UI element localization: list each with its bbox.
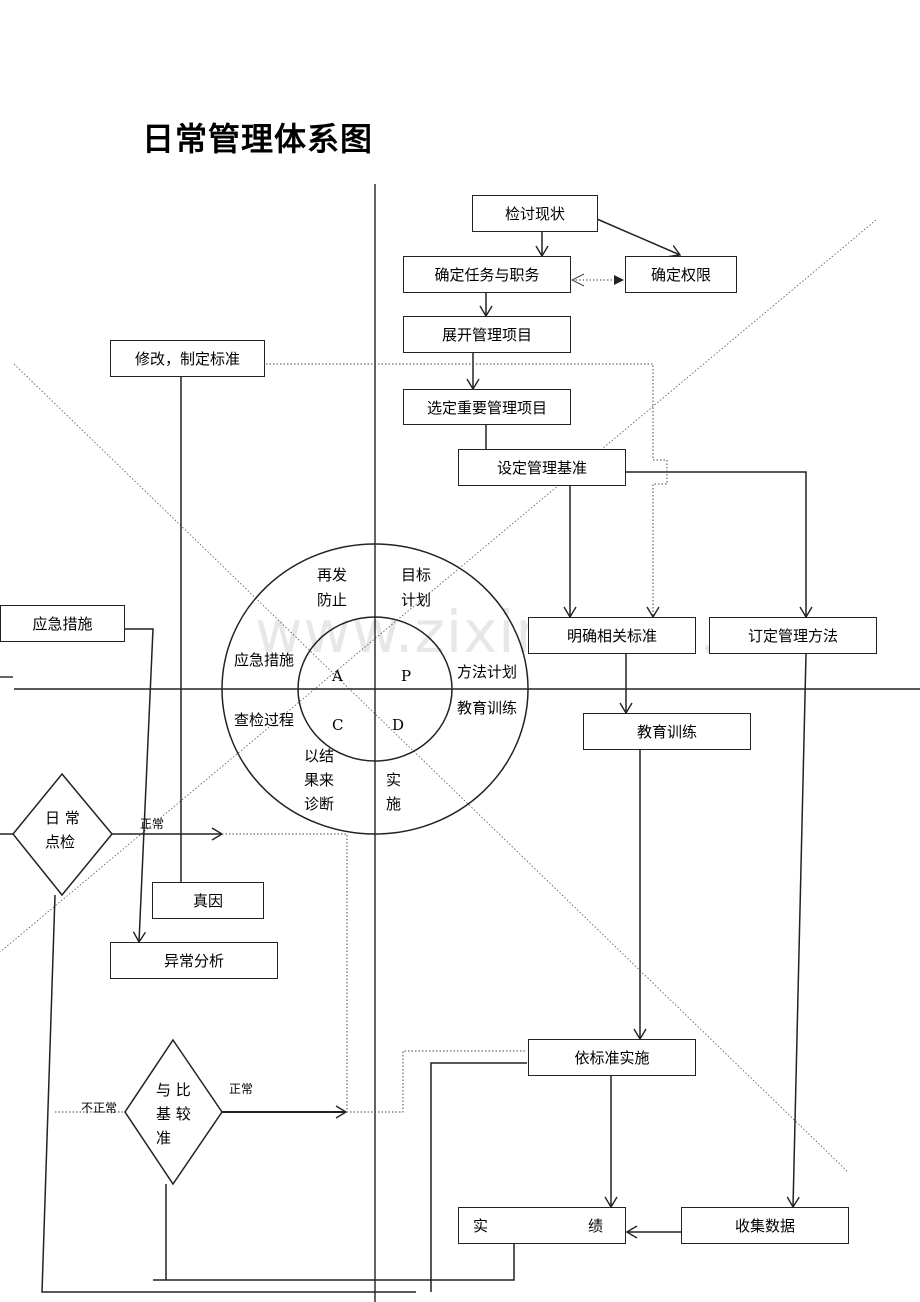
- quadrant-axes: [0, 184, 920, 1302]
- box-revise-standards-label: 修改，制定标准: [134, 350, 240, 368]
- box-collect-data[interactable]: 收集数据: [681, 1207, 849, 1244]
- pdca-prevent-2: 防止: [317, 591, 348, 609]
- pdca-letter-c: C: [332, 716, 344, 734]
- dotted-tasks-authority-back: [570, 273, 585, 287]
- pdca-target-1: 目标: [401, 566, 432, 584]
- dotted-revise-to-clarify: [266, 363, 668, 619]
- box-define-tasks-label: 确定任务与职务: [434, 266, 540, 284]
- box-clarify-standards-label: 明确相关标准: [566, 627, 657, 645]
- box-anomaly-analysis-label: 异常分析: [163, 952, 224, 970]
- daily-check-label-1: 日 常: [45, 809, 80, 827]
- box-expand-items[interactable]: 展开管理项目: [403, 316, 571, 353]
- box-results[interactable]: 实 绩: [458, 1207, 626, 1244]
- box-root-cause[interactable]: 真因: [152, 882, 264, 919]
- connector-methods-to-collect: [786, 653, 807, 1209]
- connector-implement-loop: [430, 1062, 527, 1292]
- dotted-connectors: [55, 273, 668, 1113]
- pdca-outer-circle: [221, 543, 529, 835]
- pdca-target-2: 计划: [401, 591, 432, 609]
- box-define-tasks[interactable]: 确定任务与职务: [403, 256, 571, 293]
- compare-label-1: 与 比: [156, 1081, 191, 1099]
- connectors: [0, 218, 813, 1293]
- pdca-inspect-process: 查检过程: [234, 711, 295, 729]
- pdca-letter-d: D: [392, 716, 405, 734]
- box-implement-by-standard-label: 依标准实施: [574, 1049, 650, 1067]
- box-root-cause-label: 真因: [192, 892, 223, 910]
- compare-label-3: 准: [156, 1129, 172, 1147]
- box-implement-by-standard[interactable]: 依标准实施: [528, 1039, 696, 1076]
- pdca-education: 教育训练: [457, 699, 518, 717]
- normal-label-2: 正常: [229, 1082, 254, 1096]
- box-results-label-right: 绩: [587, 1217, 603, 1235]
- box-emergency-measures[interactable]: 应急措施: [0, 605, 125, 642]
- connector-review-to-authority: [596, 218, 682, 258]
- pdca-wheel: [221, 543, 529, 835]
- box-select-key-items-label: 选定重要管理项目: [426, 398, 547, 417]
- pdca-diagnose-3: 诊断: [304, 795, 335, 813]
- pdca-diagnose-1: 以结: [304, 747, 335, 765]
- box-set-benchmarks[interactable]: 设定管理基准: [458, 449, 626, 486]
- connector-results-to-bottom: [153, 1244, 515, 1281]
- box-clarify-standards[interactable]: 明确相关标准: [528, 617, 696, 654]
- box-anomaly-analysis[interactable]: 异常分析: [110, 942, 278, 979]
- box-collect-data-label: 收集数据: [734, 1217, 795, 1235]
- pdca-prevent-1: 再发: [317, 566, 348, 584]
- abnormal-label: 不正常: [81, 1101, 118, 1115]
- pdca-implement-1: 实: [386, 771, 402, 789]
- daily-check-diamond: [12, 772, 113, 897]
- box-define-authority-label: 确定权限: [650, 266, 711, 284]
- box-training-label: 教育训练: [636, 723, 697, 741]
- box-select-key-items[interactable]: 选定重要管理项目: [403, 389, 571, 425]
- box-review-status[interactable]: 检讨现状: [472, 195, 598, 232]
- box-revise-standards[interactable]: 修改，制定标准: [110, 340, 265, 377]
- page-title: 日常管理体系图: [142, 120, 374, 158]
- pdca-emergency: 应急措施: [234, 651, 295, 669]
- box-emergency-measures-label: 应急措施: [32, 615, 93, 633]
- box-set-benchmarks-label: 设定管理基准: [496, 459, 587, 477]
- decision-shapes: [12, 772, 223, 1186]
- pdca-inner-circle: [297, 616, 453, 762]
- pdca-letter-p: P: [401, 667, 412, 685]
- dotted-normal-loop: [222, 833, 527, 1113]
- connector-daily-check-down: [41, 894, 416, 1293]
- diagonal-guide-tr-bl: [0, 219, 877, 953]
- diagonal-guides: [0, 219, 877, 1173]
- diagonal-guide-tl-br: [13, 363, 849, 1173]
- pdca-implement-2: 施: [386, 795, 402, 813]
- compare-label-2: 基 较: [156, 1105, 191, 1123]
- connector-emergency-to-analysis: [124, 628, 154, 944]
- compare-benchmark-diamond: [124, 1038, 223, 1186]
- pdca-method-plan: 方法计划: [457, 663, 518, 681]
- box-training[interactable]: 教育训练: [583, 713, 751, 750]
- pdca-letter-a: A: [332, 667, 343, 685]
- box-define-authority[interactable]: 确定权限: [625, 256, 737, 293]
- box-define-methods-label: 订定管理方法: [747, 627, 838, 645]
- box-results-label-left: 实: [473, 1217, 489, 1235]
- box-review-status-label: 检讨现状: [504, 205, 565, 223]
- daily-check-label-2: 点检: [45, 833, 76, 851]
- box-expand-items-label: 展开管理项目: [441, 326, 532, 344]
- connector-benchmark-to-methods: [626, 471, 813, 619]
- normal-label-1: 正常: [140, 817, 165, 831]
- pdca-diagnose-2: 果来: [304, 771, 335, 789]
- box-define-methods[interactable]: 订定管理方法: [709, 617, 877, 654]
